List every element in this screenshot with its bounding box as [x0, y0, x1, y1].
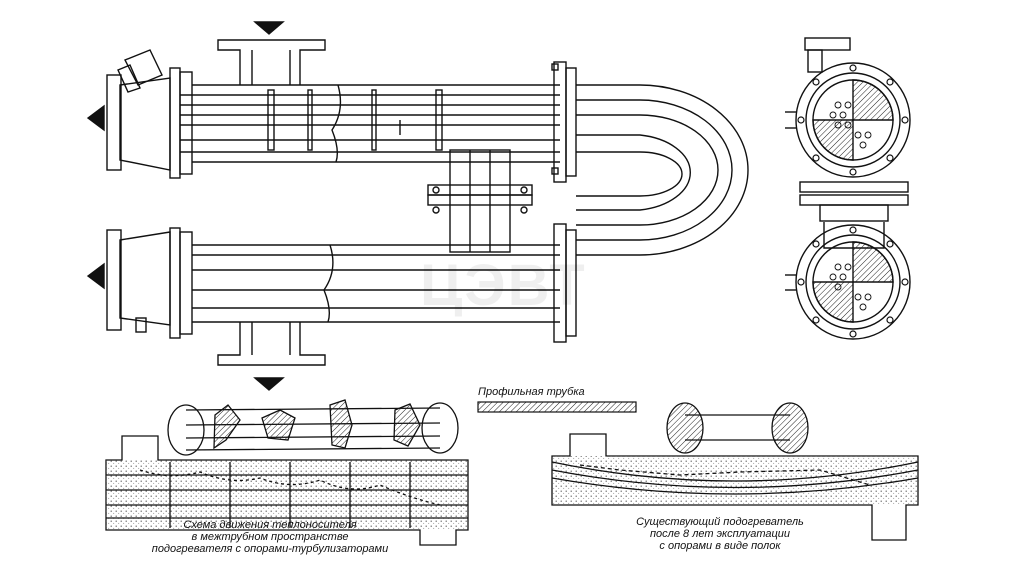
lower-shell [106, 223, 577, 366]
caption-right-line-1: Существующий подогреватель [636, 516, 804, 528]
caption-right-line-3: с опорами в виде полок [659, 540, 781, 552]
right-scheme [551, 402, 919, 541]
outlet-arrow-bottom [253, 377, 285, 391]
outlet-arrow-left-top [86, 104, 105, 132]
watermark: ЦЭВТ [420, 253, 587, 318]
inlet-arrow-top [253, 21, 285, 35]
right-scheme-caption: Существующий подогреватель после 8 лет э… [600, 516, 840, 552]
middle-support [427, 149, 533, 253]
caption-left-line-1: Схема движения теплоносителя [183, 519, 357, 531]
caption-right-line-2: после 8 лет эксплуатации [649, 528, 791, 540]
caption-left-line-2: в межтрубном пространстве [191, 531, 349, 543]
upper-shell [106, 39, 577, 183]
end-view-bottom [785, 222, 911, 340]
bolt-holes-bottom [797, 226, 909, 338]
left-scheme [105, 399, 469, 546]
end-view-top [785, 37, 911, 222]
left-scheme-caption: Схема движения теплоносителя в межтрубно… [150, 519, 390, 555]
bolt-holes-top [797, 64, 909, 176]
tube-holes [829, 101, 872, 311]
profile-tube [477, 401, 637, 413]
caption-left-line-3: подогревателя с опорами-турбулизаторами [151, 543, 389, 555]
u-bend [576, 84, 749, 256]
profile-tube-label: Профильная трубка [478, 386, 585, 398]
inlet-arrow-left-bottom [86, 262, 105, 290]
